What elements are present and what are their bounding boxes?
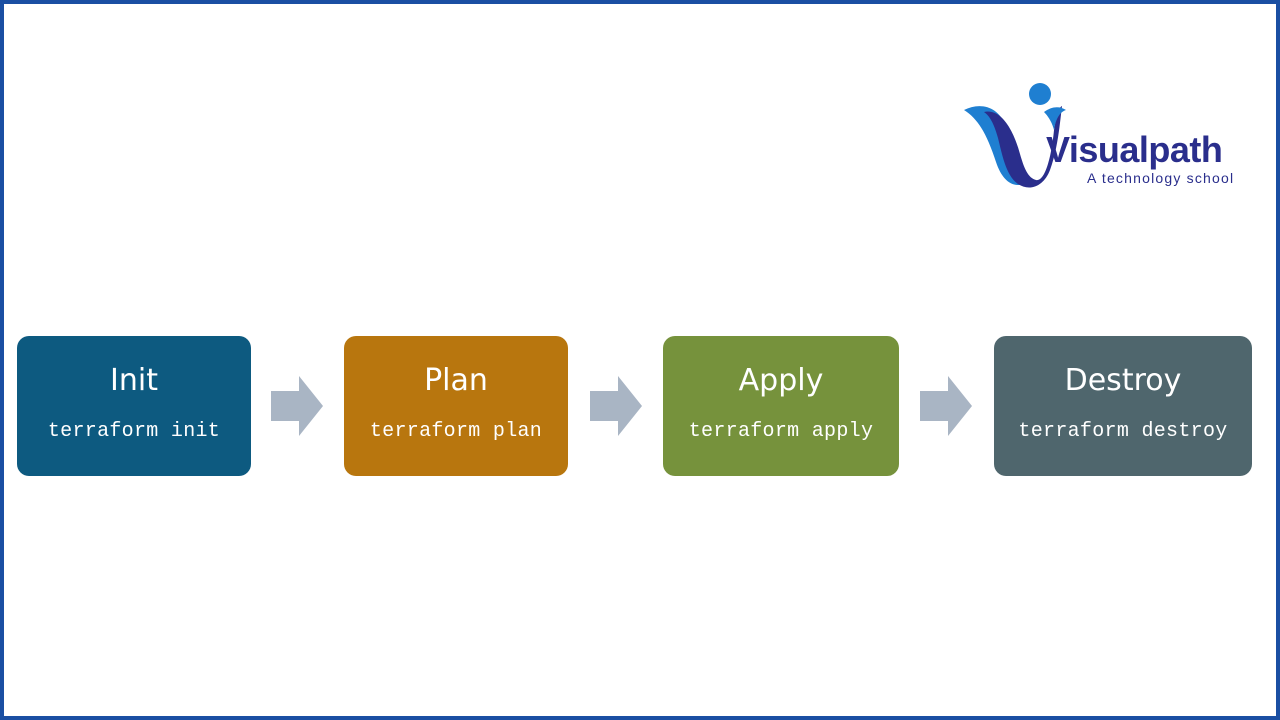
- arrow-right-icon: [920, 376, 972, 436]
- step-plan: Plan terraform plan: [344, 336, 568, 476]
- step-title: Init: [110, 363, 158, 398]
- arrow-right-icon: [271, 376, 323, 436]
- logo-tagline: A technology school: [1087, 170, 1235, 186]
- step-command: terraform destroy: [1018, 420, 1228, 443]
- step-command: terraform plan: [369, 420, 543, 443]
- step-title: Plan: [424, 363, 488, 398]
- step-apply: Apply terraform apply: [663, 336, 899, 476]
- visualpath-logo: Visualpath A technology school: [962, 82, 1242, 192]
- visualpath-v-icon: [964, 83, 1066, 188]
- arrow-right-icon: [590, 376, 642, 436]
- logo-name: Visualpath: [1046, 129, 1223, 170]
- step-init: Init terraform init: [17, 336, 251, 476]
- step-title: Apply: [738, 363, 824, 398]
- step-command: terraform init: [47, 420, 221, 443]
- step-destroy: Destroy terraform destroy: [994, 336, 1252, 476]
- step-title: Destroy: [1064, 363, 1182, 398]
- step-command: terraform apply: [688, 420, 874, 443]
